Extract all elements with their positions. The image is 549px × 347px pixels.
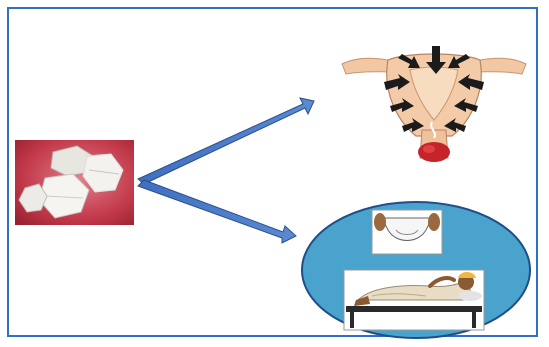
reclining-patient-inset [344, 270, 484, 330]
patient-scene [300, 200, 532, 340]
arrow-to-uterus [138, 98, 314, 184]
underwear-pad-inset [372, 210, 442, 254]
uterus-image [336, 12, 532, 162]
uterus-contraction-icon [336, 12, 532, 162]
arrow-to-patient [138, 180, 296, 243]
patient-reclining-icon [300, 200, 532, 340]
